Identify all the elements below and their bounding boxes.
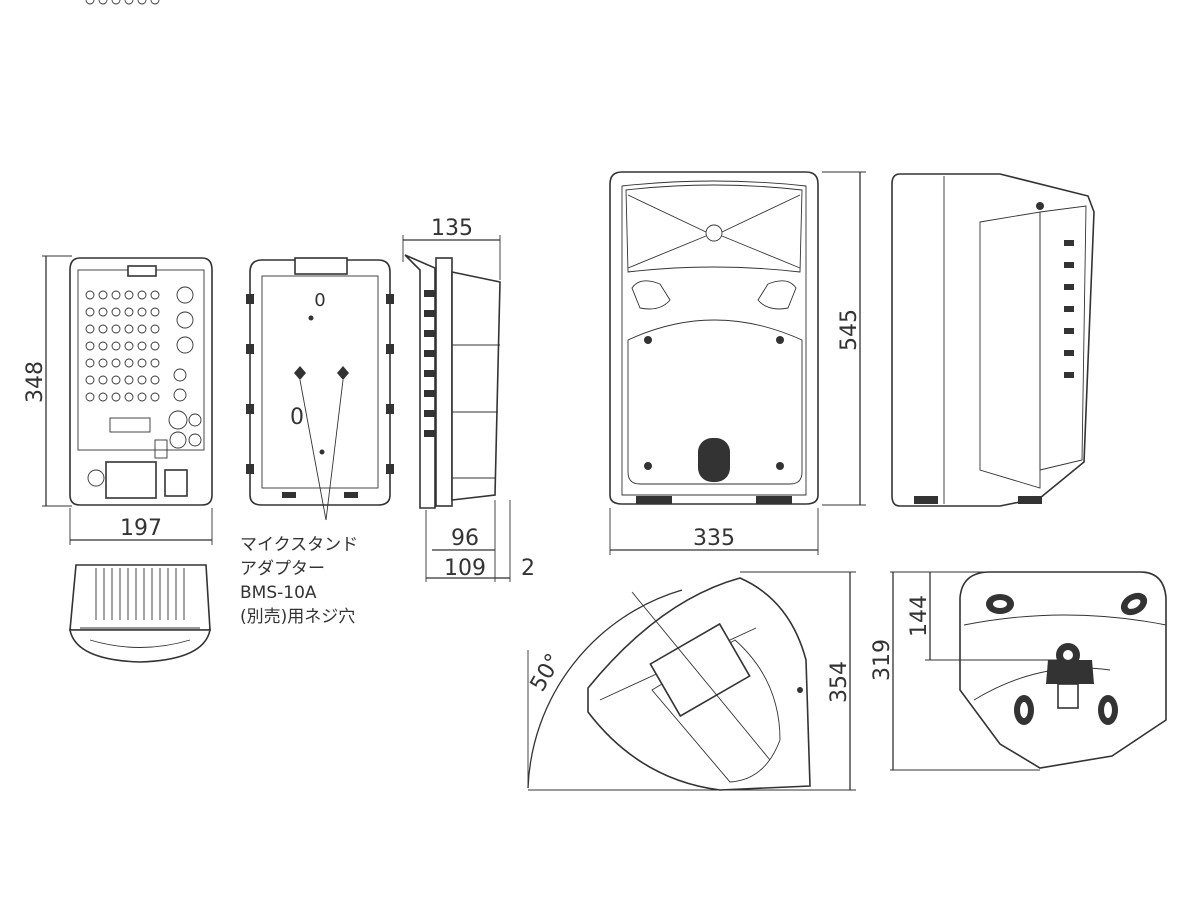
dim-side-depth-109: 109 bbox=[444, 556, 486, 581]
speaker-front-view: 545 335 bbox=[609, 171, 866, 555]
rear-panel-view: 0 0 bbox=[246, 257, 394, 521]
dim-side-depth-top: 135 bbox=[431, 216, 473, 241]
dim-angle: 50° bbox=[526, 650, 567, 696]
dim-bottom-144: 144 bbox=[907, 595, 932, 637]
note-line-1: マイクスタンド bbox=[240, 535, 358, 555]
dim-monitor-height: 354 bbox=[827, 661, 852, 703]
mixer-bottom-view bbox=[69, 564, 211, 663]
bottom-oval-holes bbox=[986, 592, 1148, 725]
dim-bottom-319: 319 bbox=[870, 639, 895, 681]
floor-monitor-view: 50° 354 bbox=[526, 571, 856, 791]
note-line-4: (別売)用ネジ穴 bbox=[240, 607, 355, 627]
speaker-bottom-view: 144 319 bbox=[870, 571, 1167, 771]
rear-top-mark: 0 bbox=[314, 290, 325, 311]
mixer-knob-grid bbox=[85, 0, 202, 459]
pole-socket bbox=[1046, 643, 1094, 709]
dim-side-depth-96: 96 bbox=[451, 526, 479, 551]
dim-mixer-width: 197 bbox=[120, 516, 162, 541]
mixer-front-view: 348 bbox=[23, 0, 213, 545]
mixer-side-view: 135 96 109 2 bbox=[402, 216, 535, 582]
dim-mixer-height: 348 bbox=[23, 361, 48, 403]
dim-speaker-height: 545 bbox=[837, 309, 862, 351]
rear-mid-mark: 0 bbox=[290, 405, 304, 430]
mic-stand-note: マイクスタンド アダプター BMS-10A (別売)用ネジ穴 bbox=[240, 535, 358, 627]
note-line-2: アダプター bbox=[240, 559, 325, 579]
dim-speaker-width: 335 bbox=[693, 526, 735, 551]
dim-side-offset-2: 2 bbox=[521, 556, 535, 581]
note-line-3: BMS-10A bbox=[240, 583, 317, 603]
speaker-side-view bbox=[891, 173, 1095, 507]
